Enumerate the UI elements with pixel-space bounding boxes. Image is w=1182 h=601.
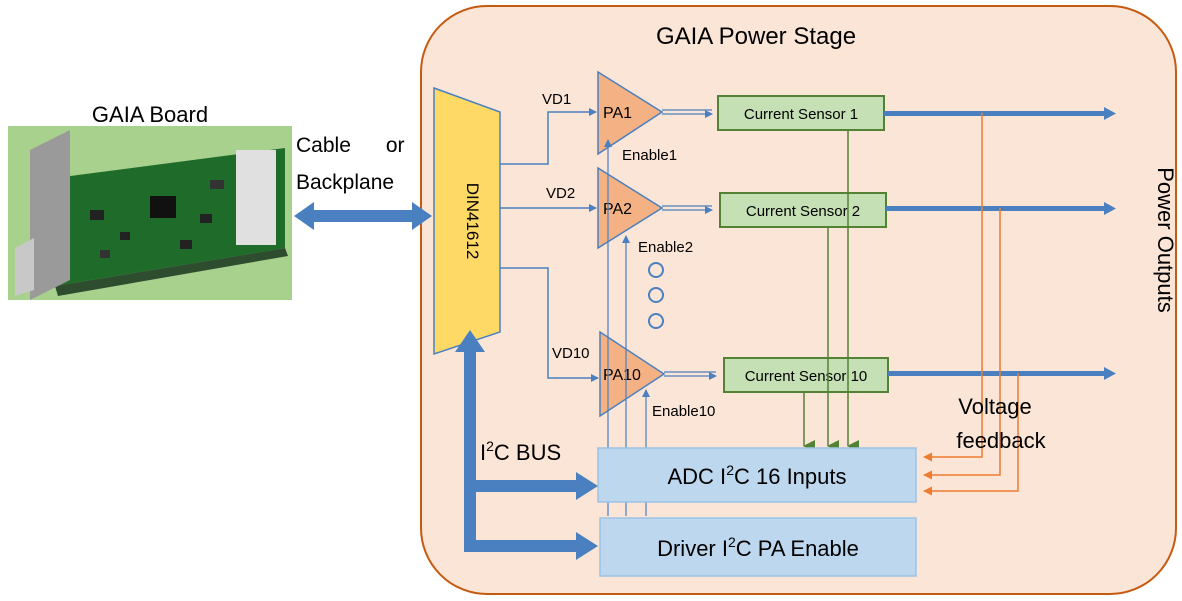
backplane-label: Backplane: [296, 171, 394, 194]
cable-double-arrow: [294, 202, 432, 230]
ellipsis-dot: [648, 262, 664, 278]
current-sensor-10-label: Current Sensor 10: [745, 368, 868, 385]
pa2-label: PA2: [603, 201, 632, 218]
pa-to-sensor-arrows: [662, 109, 717, 380]
vd10-label: VD10: [552, 345, 590, 362]
power-output-arrows: [884, 107, 1116, 380]
voltage-feedback-lines: [923, 113, 1019, 496]
ellipsis-dot: [648, 287, 664, 303]
din-connector: [433, 86, 501, 356]
connector-label: DIN41612: [463, 183, 482, 260]
board-title: GAIA Board: [92, 102, 208, 127]
pa1-label: PA1: [603, 105, 632, 122]
power-stage-title: GAIA Power Stage: [656, 23, 856, 50]
pa2-triangle: [597, 166, 664, 250]
gaia-board-image: [8, 126, 292, 300]
current-sensor-10: [723, 357, 889, 393]
enable2-label: Enable2: [638, 239, 693, 256]
power-outputs-label: Power Outputs: [1153, 167, 1178, 313]
sensor-to-adc-lines: [803, 130, 859, 452]
current-sensor-1-label: Current Sensor 1: [744, 106, 858, 123]
cable-label: Cable or: [296, 134, 405, 157]
vd1-line: [500, 108, 597, 165]
current-sensor-2-label: Current Sensor 2: [746, 203, 860, 220]
i2c-bus-label: I2C BUS: [480, 438, 561, 465]
adc-label: ADC I2C 16 Inputs: [668, 462, 847, 489]
ellipsis-dot: [648, 313, 664, 329]
enable10-label: Enable10: [652, 403, 715, 420]
vd10-line: [500, 267, 599, 382]
i2c-bus-arrows: [455, 330, 598, 560]
pa10-triangle: [599, 330, 666, 418]
pa1-triangle: [597, 70, 664, 156]
feedback-label: feedback: [956, 428, 1046, 453]
pa10-label: PA10: [603, 367, 641, 384]
driver-label: Driver I2C PA Enable: [657, 534, 859, 561]
enable1-label: Enable1: [622, 147, 677, 164]
vd2-label: VD2: [546, 185, 575, 202]
driver-chip: [599, 517, 917, 577]
voltage-label: Voltage: [958, 394, 1031, 419]
vd1-label: VD1: [542, 91, 571, 108]
current-sensor-2: [719, 192, 887, 228]
adc-chip: [597, 447, 917, 503]
power-stage-region: [420, 5, 1177, 595]
current-sensor-1: [717, 95, 885, 131]
